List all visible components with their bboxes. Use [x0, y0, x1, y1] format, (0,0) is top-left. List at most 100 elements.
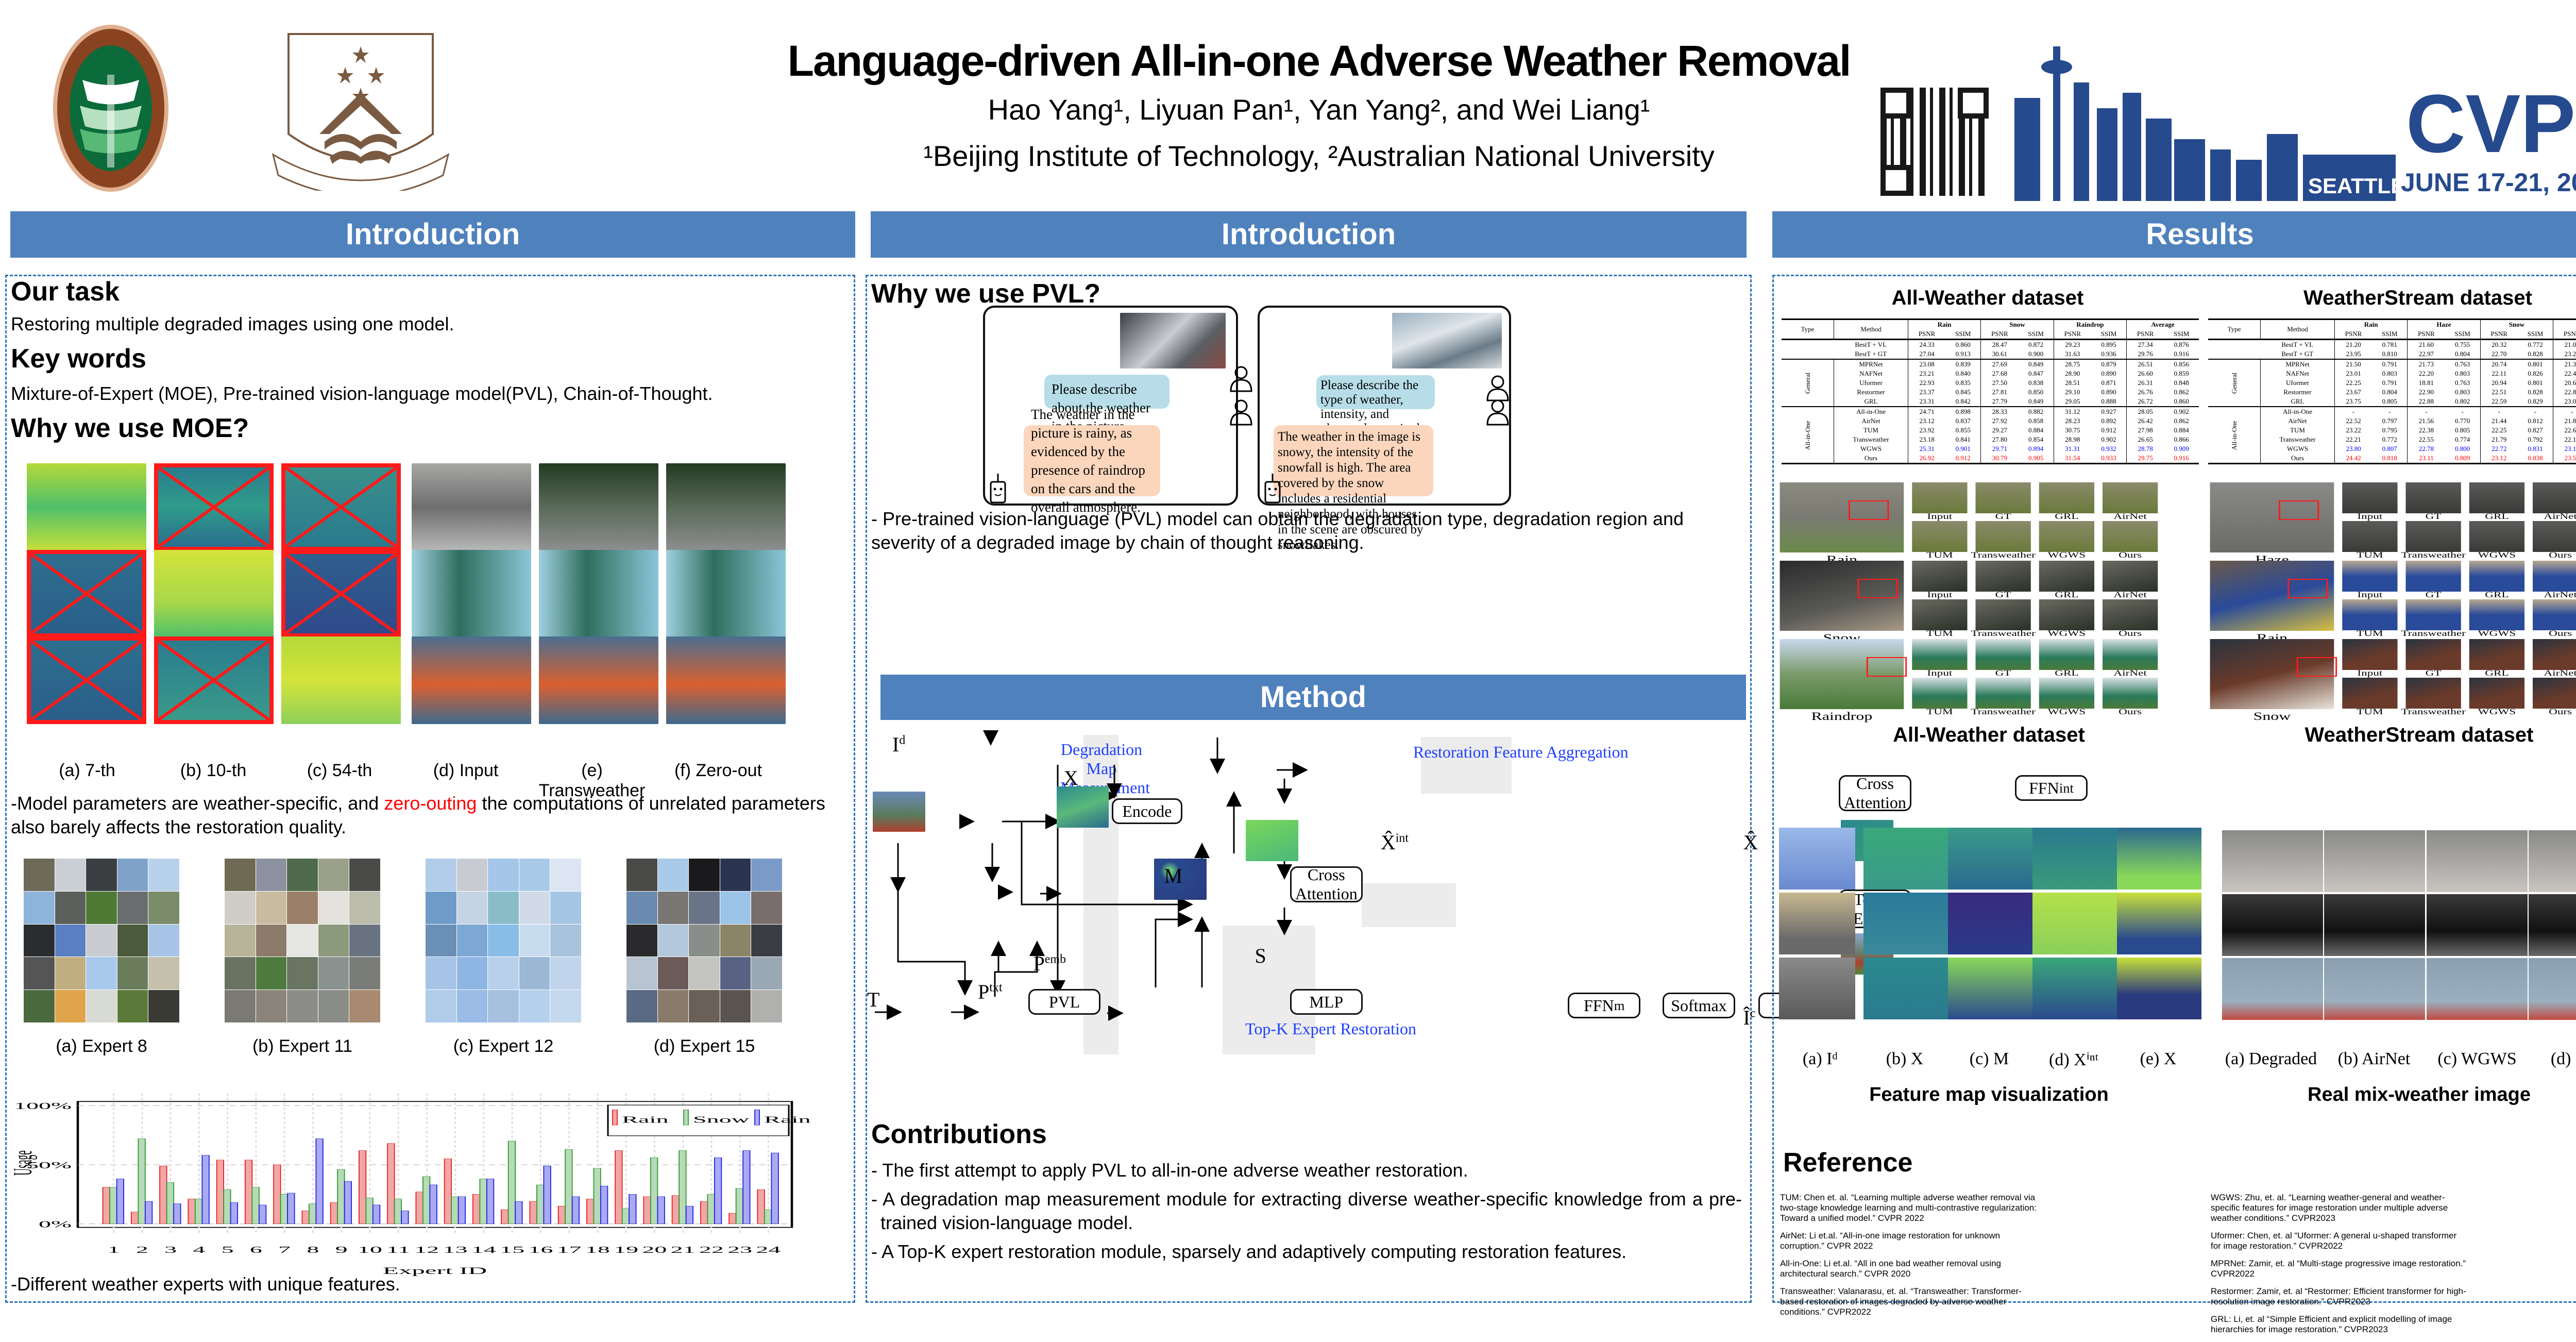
feature-map-tile	[2032, 958, 2117, 1019]
col-sub: SSIM	[1945, 329, 1981, 340]
symbol-ic: Îc	[1743, 1006, 1756, 1029]
pvl-node: PVL	[1028, 989, 1101, 1015]
row-value: 0.838	[2018, 378, 2054, 388]
row-value: 0.900	[2018, 349, 2054, 359]
user-icon	[1485, 398, 1511, 428]
method-diagram: Degradation Map Measurement Restoration …	[867, 719, 2088, 1054]
crop-input	[2342, 639, 2398, 670]
bar-raindrop-15	[515, 1201, 523, 1224]
row-value: 0.847	[2018, 369, 2054, 378]
row-value: 26.42	[2138, 417, 2153, 425]
row-value: 0.804	[2372, 388, 2408, 397]
crop-transweather	[1975, 521, 2031, 552]
legend-swatch	[612, 1110, 618, 1126]
qr-code-icon[interactable]	[1880, 88, 1989, 196]
col-group: Haze	[2407, 319, 2481, 329]
image-patch	[519, 957, 550, 990]
row-value: 23.07	[2564, 397, 2576, 405]
feature-map-tile	[1863, 893, 1948, 954]
restoration-image	[412, 550, 532, 638]
zeroed-feature-map	[281, 550, 401, 638]
image-patch	[225, 990, 256, 1022]
image-patch	[426, 924, 456, 957]
image-patch	[456, 859, 488, 891]
row-value: 0.792	[2517, 435, 2554, 444]
row-value: 0.818	[2372, 454, 2408, 464]
bar-snow-7	[280, 1194, 289, 1224]
row-method: GRL	[1834, 397, 1908, 407]
row-value: 0.927	[2091, 407, 2127, 416]
x-tick-label: 6	[250, 1245, 262, 1255]
image-patch	[550, 990, 581, 1022]
image-patch	[117, 924, 148, 957]
row-method: MPRNet	[1834, 359, 1908, 369]
row-value: 0.842	[1945, 397, 1981, 407]
mlp-node: MLP	[1290, 989, 1363, 1015]
bar-raindrop-21	[685, 1205, 694, 1224]
row-value: 0.845	[1945, 388, 1981, 397]
encoded-feature-map	[1056, 786, 1109, 828]
expert-caption: (c) Expert 12	[453, 1036, 554, 1056]
x-tick-label: 11	[386, 1245, 410, 1255]
crop-airnet	[2533, 639, 2576, 670]
image-patch	[256, 990, 287, 1022]
restoration-image	[666, 463, 786, 551]
crop-caption: GRL	[2055, 512, 2079, 521]
main-scene-image	[2210, 639, 2334, 709]
crop-airnet	[2533, 482, 2576, 513]
crop-caption: TUM	[2357, 551, 2383, 560]
row-value: 0.876	[2174, 341, 2189, 348]
crop-caption: GRL	[2485, 591, 2509, 599]
scene-caption: Snow	[2253, 710, 2291, 723]
x-tick-label: 20	[642, 1245, 667, 1255]
softmax-node: Softmax	[1663, 993, 1735, 1018]
contribution-item: - A Top-K expert restoration module, spa…	[871, 1241, 1627, 1262]
row-value: 0.882	[2018, 407, 2054, 416]
real-weather-tile	[2426, 830, 2528, 892]
row-value: 0.933	[2091, 454, 2127, 464]
row-value: 0.848	[2174, 379, 2189, 387]
row-value: 0.884	[2018, 426, 2054, 435]
visual-title-allweather: All-Weather dataset	[1893, 724, 2085, 746]
bar-snow-1	[109, 1187, 117, 1224]
bar-raindrop-10	[372, 1204, 381, 1224]
row-method: BestT + VL	[2260, 339, 2335, 349]
crop-grl	[2039, 639, 2095, 670]
zeroed-feature-map	[281, 463, 401, 551]
row-value: 28.78	[2138, 445, 2153, 452]
row-value: 0.781	[2372, 339, 2408, 349]
feature-caption: (e) X	[2140, 1049, 2177, 1068]
feature-caption: (a) Iᵈ	[1802, 1049, 1838, 1068]
bar-raindrop-23	[742, 1150, 751, 1224]
crop-caption: GT	[1995, 512, 2011, 521]
bar-rain-21	[671, 1195, 680, 1224]
contributions-heading: Contributions	[871, 1119, 1047, 1149]
row-value: -	[2570, 408, 2573, 415]
row-value: 0.804	[2445, 349, 2481, 359]
row-value: 0.912	[1945, 454, 1981, 464]
row-method: WGWS	[2260, 444, 2335, 454]
x-tick-label: 4	[193, 1245, 205, 1255]
main-scene-image	[2210, 482, 2334, 552]
bar-raindrop-1	[116, 1179, 125, 1224]
row-value: 28.47	[1992, 341, 2008, 348]
row-value: 22.86	[2564, 388, 2576, 396]
row-value: 23.75	[2346, 397, 2361, 405]
pvl-note: - Pre-trained vision-language (PVL) mode…	[871, 508, 1684, 553]
col-group: Average	[2151, 321, 2175, 328]
image-patch	[318, 990, 349, 1022]
row-value: 0.849	[2018, 359, 2054, 369]
bar-rain-3	[159, 1165, 167, 1224]
row-value: 0.772	[2517, 339, 2554, 349]
crop-caption: Transweather	[2401, 629, 2466, 638]
bar-snow-14	[479, 1179, 487, 1224]
image-patch	[456, 990, 488, 1022]
image-patch	[318, 924, 349, 957]
chat-card-rain: Please describe about the weather in the…	[983, 306, 1252, 515]
main-scene-image	[2210, 561, 2334, 631]
bar-rain-20	[643, 1196, 651, 1224]
